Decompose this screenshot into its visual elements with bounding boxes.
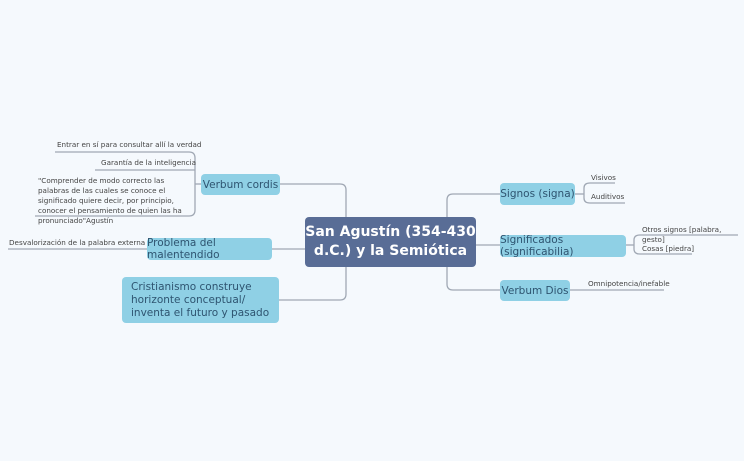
topic-problema-malentendido[interactable]: Problema del malentendido bbox=[147, 237, 272, 261]
leaf-otros-signos[interactable]: Otros signos [palabra, gesto] bbox=[642, 225, 722, 244]
topic-cristianismo[interactable]: Cristianismo construye horizonte concept… bbox=[122, 277, 279, 323]
leaf-cosas[interactable]: Cosas [piedra] bbox=[642, 244, 695, 253]
central-topic-line2: d.C.) y la Semiótica bbox=[313, 243, 468, 259]
topic-verbum-dios[interactable]: Verbum Dios bbox=[500, 280, 570, 301]
central-topic[interactable]: San Agustín (354-430 d.C.) y la Semiótic… bbox=[305, 217, 476, 267]
leaf-omnipotencia[interactable]: Omnipotencia/inefable bbox=[588, 279, 670, 288]
topic-label: Cristianismo construye horizonte concept… bbox=[131, 280, 270, 319]
topic-significados[interactable]: Significados (significabilia) bbox=[500, 234, 626, 258]
leaf-auditivos[interactable]: Auditivos bbox=[591, 192, 625, 201]
leaf-garantia[interactable]: Garantía de la inteligencia bbox=[101, 158, 197, 167]
topic-label: Verbum Dios bbox=[501, 284, 569, 297]
topic-label: Problema del malentendido bbox=[147, 237, 220, 261]
leaf-desvalorizacion[interactable]: Desvalorización de la palabra externa bbox=[9, 238, 146, 247]
topic-label: Significados (significabilia) bbox=[500, 234, 574, 258]
topic-signos[interactable]: Signos (signa) bbox=[500, 183, 575, 205]
central-topic-line1: San Agustín (354-430 bbox=[305, 224, 476, 240]
topic-label: Verbum cordis bbox=[202, 178, 279, 191]
leaf-comprender[interactable]: "Comprender de modo correcto las palabra… bbox=[38, 176, 182, 225]
topic-label: Signos (signa) bbox=[500, 188, 575, 200]
leaf-visivos[interactable]: Visivos bbox=[591, 173, 616, 182]
leaf-entrar[interactable]: Entrar en sí para consultar allí la verd… bbox=[57, 140, 202, 149]
topic-verbum-cordis[interactable]: Verbum cordis bbox=[201, 174, 280, 195]
